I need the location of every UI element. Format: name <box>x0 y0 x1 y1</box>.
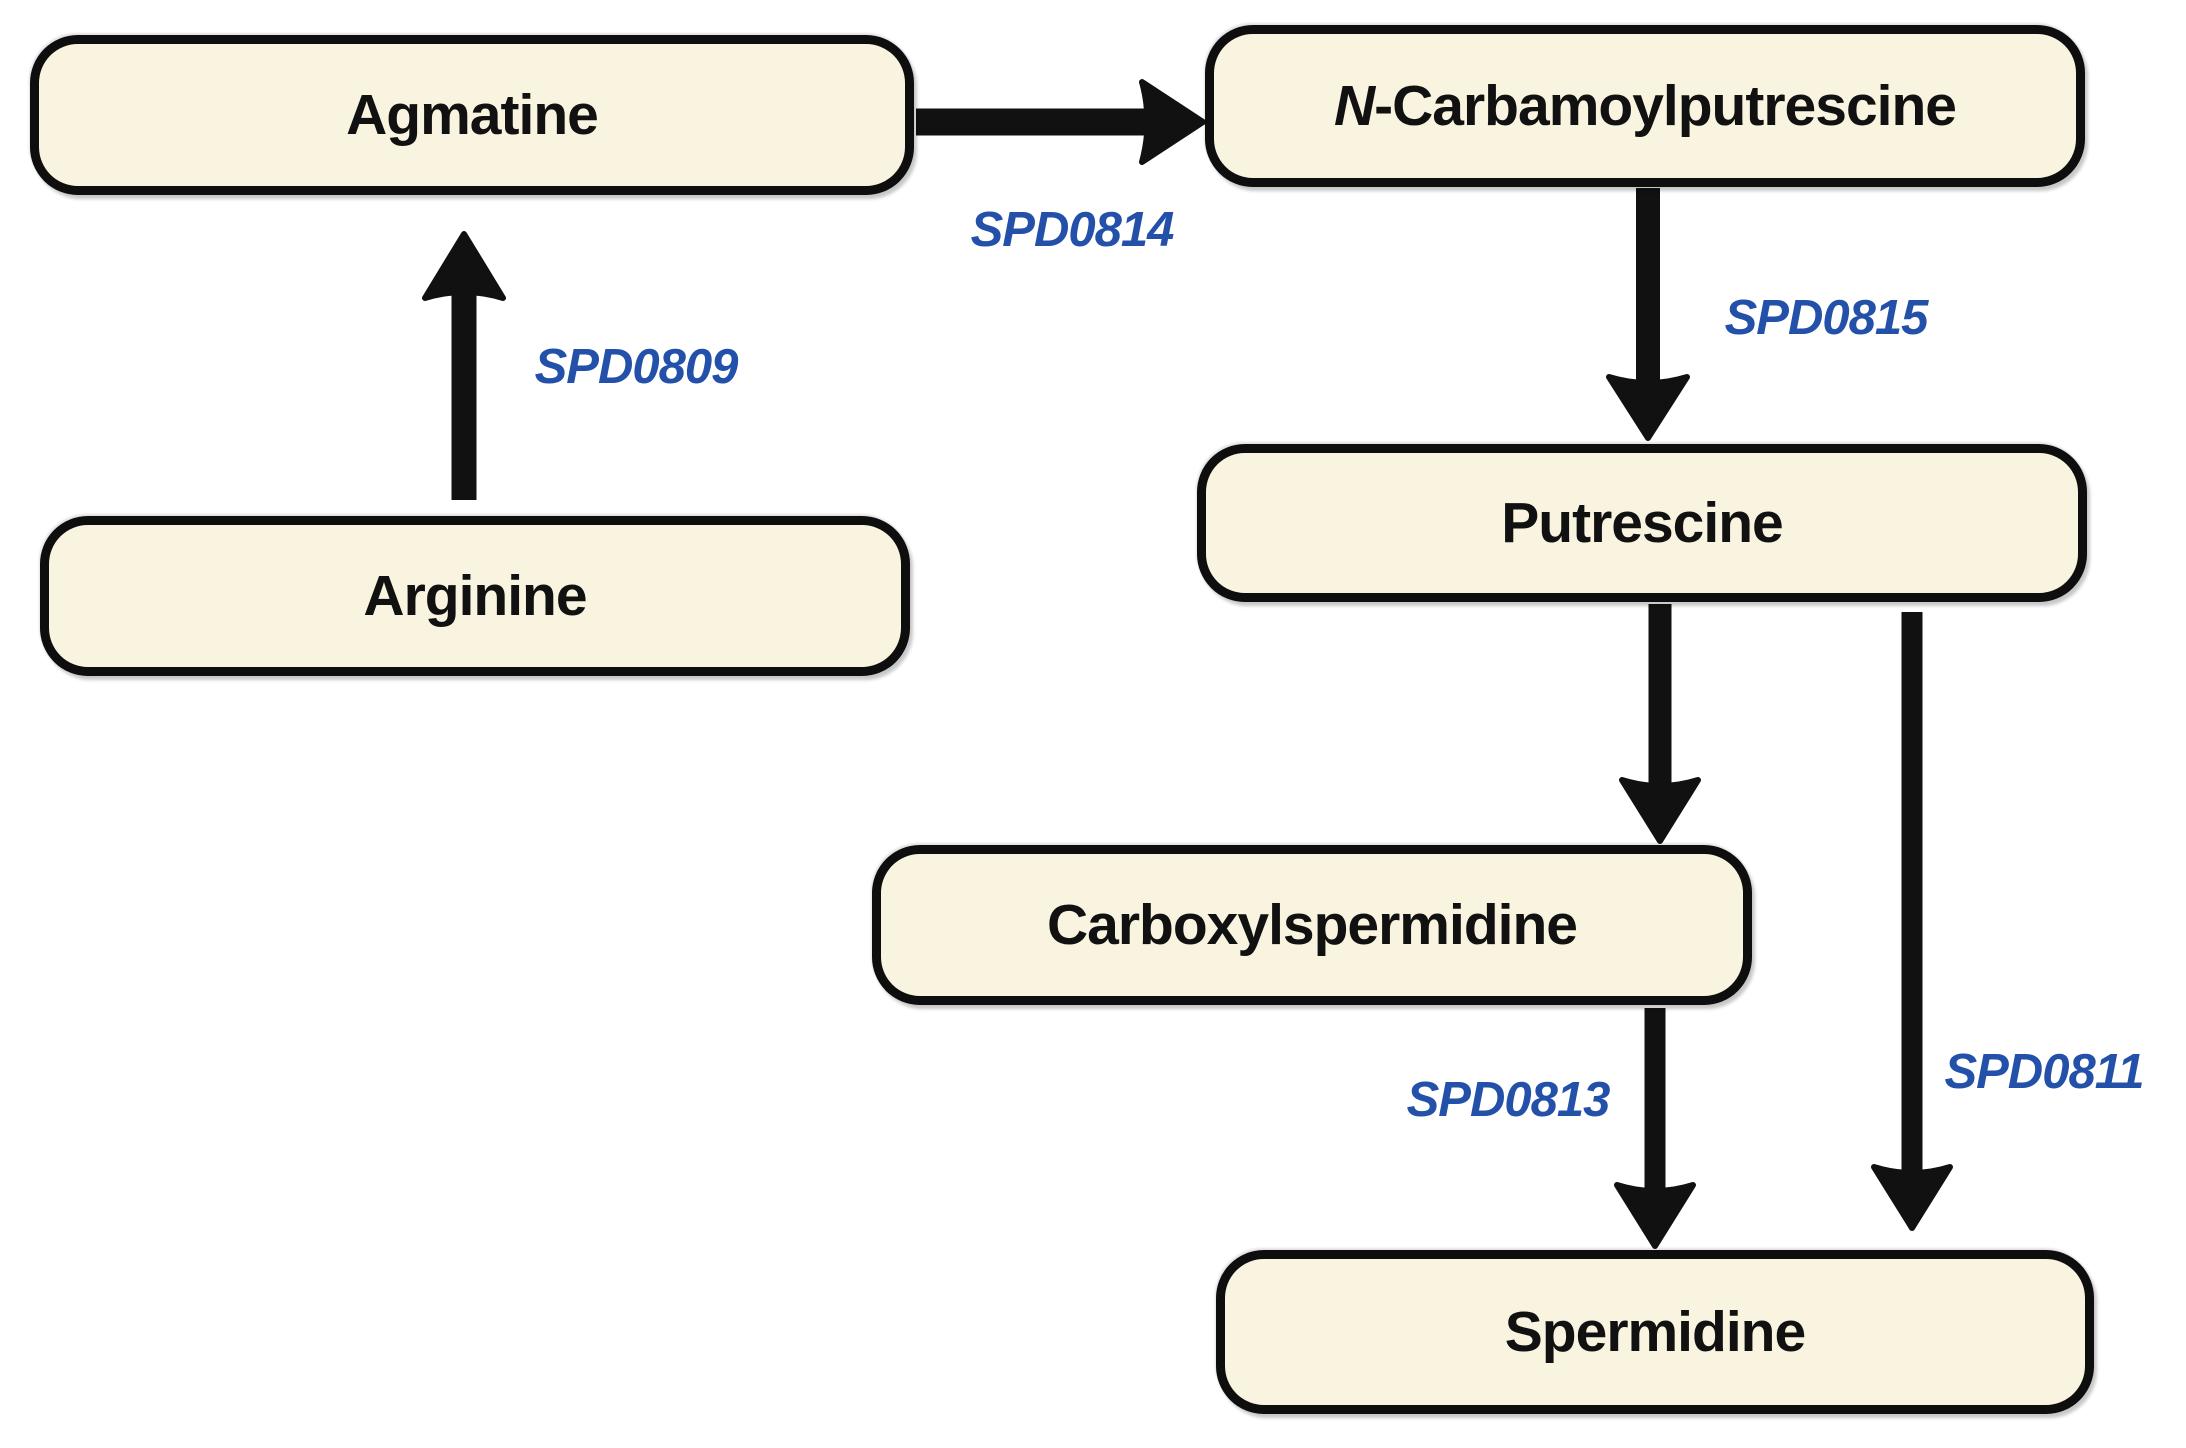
node-spermidine-label: Spermidine <box>1504 1300 1806 1364</box>
node-n-rest: -Carbamoylputrescine <box>1374 74 1957 138</box>
arrow-arginine-to-agmatine <box>422 231 506 500</box>
arrow-ncarbamoylputrescine-to-putrescine <box>1606 188 1690 441</box>
node-n-carbamoylputrescine-label: N-Carbamoylputrescine <box>1333 73 1957 139</box>
node-putrescine: Putrescine <box>1197 444 2087 602</box>
enzyme-label-spd0814: SPD0814 <box>970 203 1175 257</box>
enzyme-label-spd0809: SPD0809 <box>534 340 739 394</box>
node-arginine: Arginine <box>40 516 910 676</box>
node-n-carbamoylputrescine: N-Carbamoylputrescine <box>1205 25 2085 187</box>
node-agmatine-label: Agmatine <box>346 83 599 147</box>
enzyme-label-spd0815: SPD0815 <box>1724 291 1929 345</box>
node-carboxylspermidine: Carboxylspermidine <box>872 845 1752 1005</box>
arrow-carboxylspermidine-to-spermidine <box>1614 1008 1696 1249</box>
enzyme-label-spd0813: SPD0813 <box>1406 1073 1611 1127</box>
node-spermidine: Spermidine <box>1216 1250 2094 1414</box>
arrow-agmatine-to-ncarbamoylputrescine <box>916 79 1206 165</box>
node-arginine-label: Arginine <box>363 564 587 628</box>
enzyme-label-spd0811: SPD0811 <box>1944 1045 2144 1099</box>
node-n-prefix: N <box>1333 74 1375 138</box>
node-carboxylspermidine-label: Carboxylspermidine <box>1046 893 1578 957</box>
arrow-putrescine-to-spermidine <box>1871 612 1953 1231</box>
node-putrescine-label: Putrescine <box>1501 491 1783 555</box>
node-agmatine: Agmatine <box>30 35 914 195</box>
arrow-putrescine-to-carboxylspermidine <box>1619 604 1701 844</box>
